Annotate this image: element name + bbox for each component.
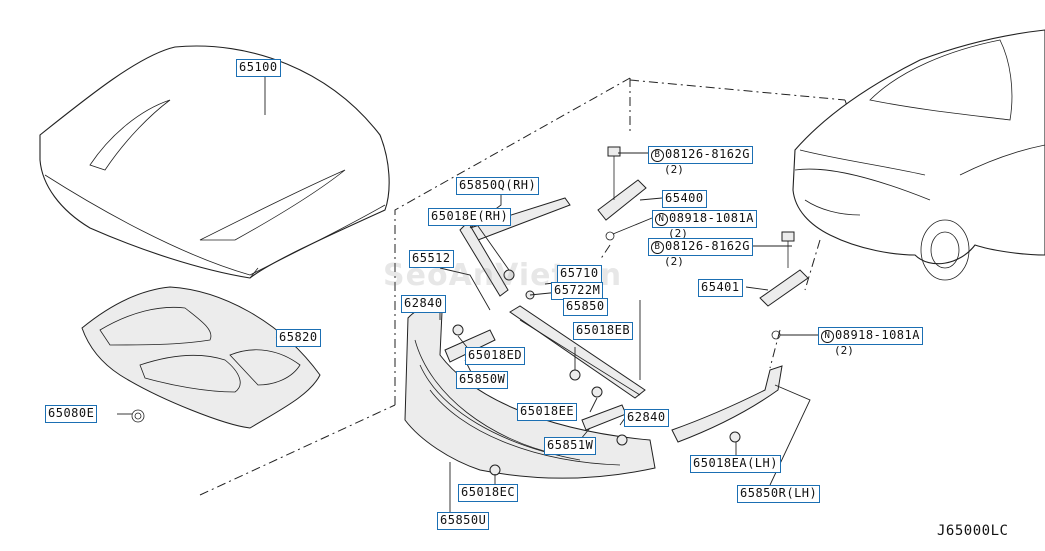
callout-65850r-lh[interactable]: 65850R(LH)	[737, 485, 821, 503]
callout-65018ee[interactable]: 65018EE	[517, 403, 578, 421]
callout-65100[interactable]: 65100	[236, 59, 281, 77]
callout-65018ec[interactable]: 65018EC	[458, 484, 519, 502]
callout-65710[interactable]: 65710	[557, 265, 602, 283]
qty-08918-upper: (2)	[668, 227, 688, 240]
callout-65018e-rh[interactable]: 65018E(RH)	[428, 208, 512, 226]
callout-65512[interactable]: 65512	[409, 250, 454, 268]
nut-marker-icon: N	[655, 213, 668, 226]
callout-65850u[interactable]: 65850U	[437, 512, 490, 530]
callout-08126-8162g-lower-label: 08126-8162G	[665, 239, 750, 253]
callout-65018ea-lh[interactable]: 65018EA(LH)	[690, 455, 781, 473]
callout-65850q-rh[interactable]: 65850Q(RH)	[456, 177, 540, 195]
callout-65080e[interactable]: 65080E	[45, 405, 98, 423]
callout-65018ed[interactable]: 65018ED	[465, 347, 526, 365]
qty-08918-lower: (2)	[834, 344, 854, 357]
diagram-code: J65000LC	[937, 523, 1009, 539]
nut-marker-icon: N	[821, 330, 834, 343]
hood-panel-drawing	[39, 45, 390, 279]
reference-lines	[199, 77, 851, 496]
callout-65820[interactable]: 65820	[276, 329, 321, 347]
hood-insulator-drawing	[81, 286, 321, 429]
callout-62840-lower[interactable]: 62840	[624, 409, 669, 427]
qty-08126-lower: (2)	[664, 255, 684, 268]
hood-bracket-drawing	[597, 146, 809, 340]
qty-08126-upper: (2)	[664, 163, 684, 176]
callout-08918-1081a-lower-label: 08918-1081A	[835, 328, 920, 342]
callout-65018eb[interactable]: 65018EB	[573, 322, 634, 340]
callout-62840-upper[interactable]: 62840	[401, 295, 446, 313]
bolt-marker-icon: B	[651, 241, 664, 254]
callout-08126-8162g-upper-label: 08126-8162G	[665, 147, 750, 161]
vehicle-outline	[792, 29, 1045, 281]
bolt-marker-icon: B	[651, 149, 664, 162]
callout-65850[interactable]: 65850	[563, 298, 608, 316]
callout-08918-1081a-upper-label: 08918-1081A	[669, 211, 754, 225]
callout-65850w[interactable]: 65850W	[456, 371, 509, 389]
callout-65851w[interactable]: 65851W	[544, 437, 597, 455]
callout-65401[interactable]: 65401	[698, 279, 743, 297]
callout-65400[interactable]: 65400	[662, 190, 707, 208]
